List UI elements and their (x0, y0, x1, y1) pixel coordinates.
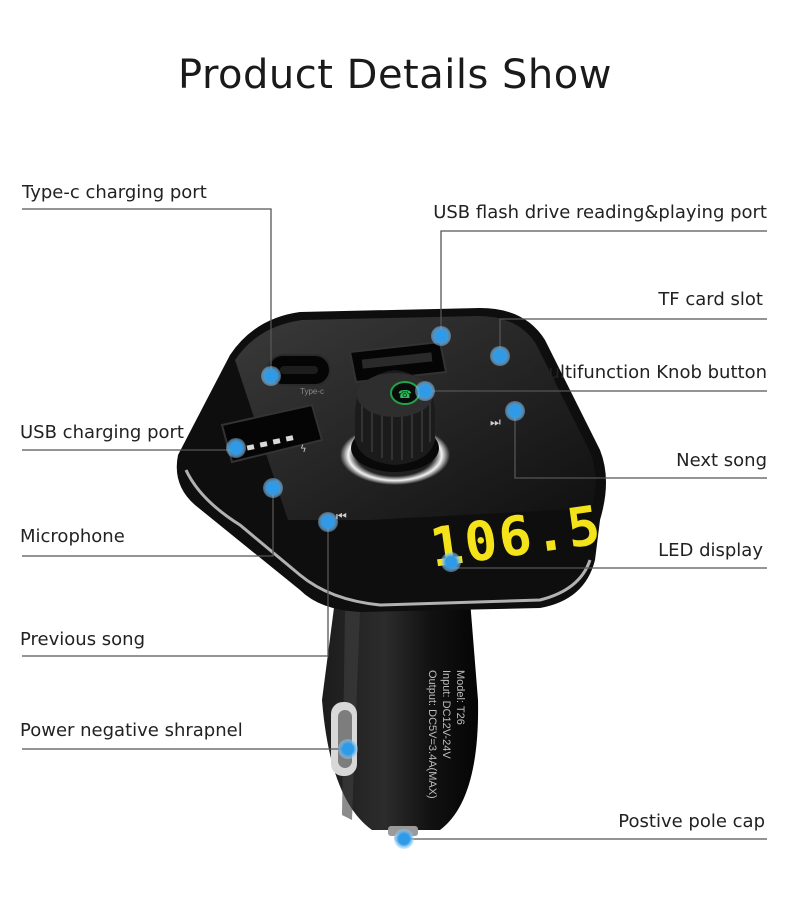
marker-positive-cap (394, 829, 414, 849)
spec-line-1: Model: T26 (454, 670, 466, 725)
label-usb-flash-port: USB flash drive reading&playing port (433, 202, 767, 223)
marker-shrapnel (338, 739, 358, 759)
label-tf-card-slot: TF card slot (658, 289, 763, 310)
previous-song-symbol: ⏮ (336, 509, 347, 523)
marker-usb-flash (431, 326, 451, 346)
marker-previous-song (318, 512, 338, 532)
leader-lines (22, 208, 767, 840)
label-led-display: LED display (658, 540, 763, 561)
svg-text:☎: ☎ (398, 388, 412, 401)
label-power-negative-shrapnel: Power negative shrapnel (20, 720, 243, 741)
label-positive-pole-cap: Postive pole cap (618, 811, 765, 832)
spec-text: Model: T26 Input: DC12V-24V Output: DC5V… (426, 670, 466, 799)
svg-text:ϟ: ϟ (300, 444, 307, 455)
callout-markers (226, 326, 525, 849)
label-microphone: Microphone (20, 526, 125, 547)
line-previous-song (22, 522, 329, 657)
marker-tf-card (490, 346, 510, 366)
type-c-port-marking: Type-c (300, 387, 324, 396)
next-song-symbol: ⏭ (490, 415, 501, 429)
label-previous-song: Previous song (20, 629, 146, 650)
label-usb-charging-port: USB charging port (20, 422, 184, 443)
marker-usb-charging (226, 438, 246, 458)
marker-next-song (505, 401, 525, 421)
spec-line-3: Output: DC5V=3.4A(MAX) (426, 670, 438, 799)
label-next-song: Next song (676, 450, 767, 471)
line-usb-flash (440, 230, 767, 336)
transmitter-head: Type-c ☎ ⏭ ⏮ ϟ 106.5 (176, 308, 607, 612)
line-next-song (514, 411, 767, 479)
marker-knob (415, 381, 435, 401)
page-title: Product Details Show (178, 52, 612, 98)
spec-line-2: Input: DC12V-24V (440, 670, 452, 759)
marker-microphone (263, 478, 283, 498)
marker-type-c (261, 366, 281, 386)
line-microphone (22, 488, 274, 557)
label-multifunction-knob: Multifunction Knob button (533, 362, 767, 383)
line-tf-card (499, 318, 767, 356)
line-type-c (22, 208, 272, 376)
label-type-c-charging-port: Type-c charging port (22, 182, 207, 203)
marker-led-display (441, 552, 461, 572)
